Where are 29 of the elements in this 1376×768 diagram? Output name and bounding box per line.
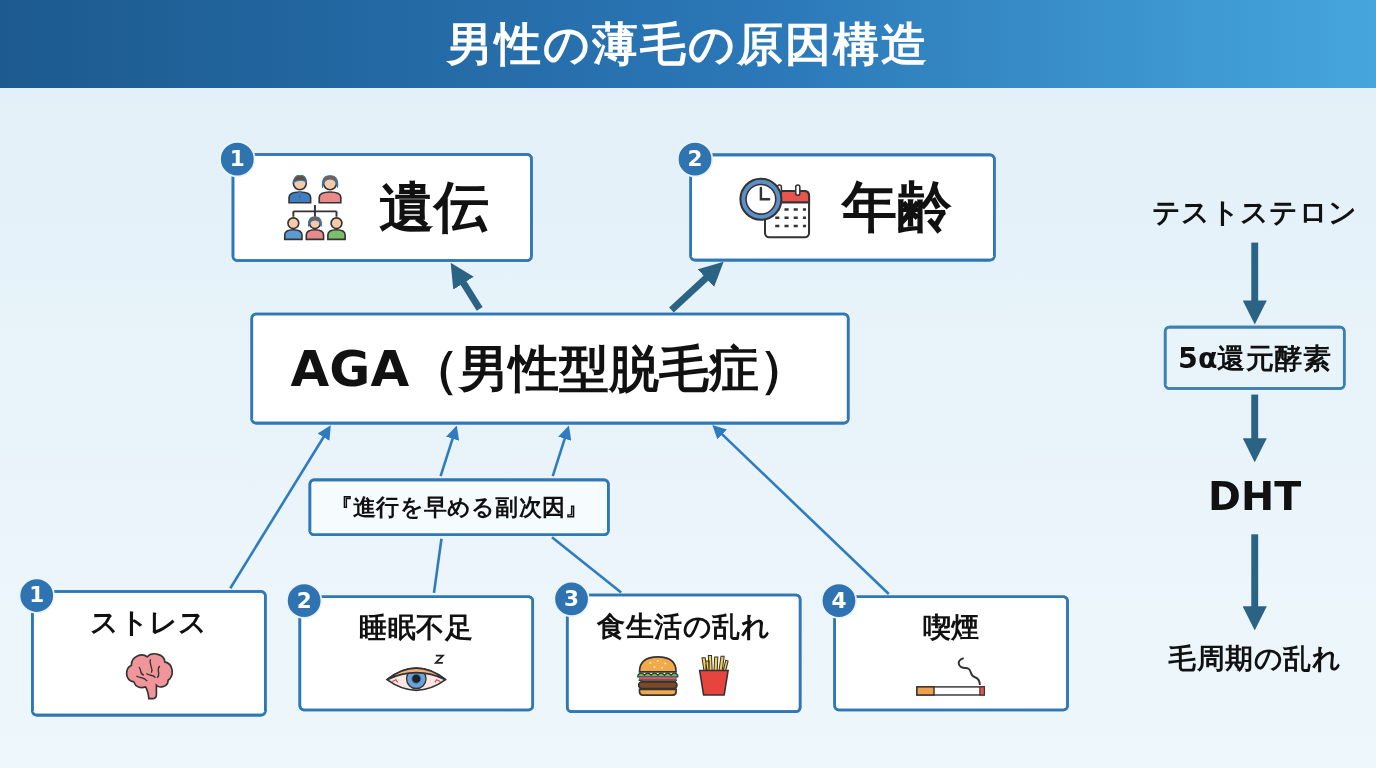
number-badge: 2 (286, 583, 323, 620)
node-text: 睡眠不足 (358, 609, 475, 646)
connector-line (551, 536, 622, 594)
node-text: 遺伝 (378, 174, 490, 242)
node-text: 食生活の乱れ (596, 608, 771, 644)
arrow (551, 425, 572, 477)
connector-line (432, 538, 443, 594)
number-badge: 1 (18, 577, 55, 615)
arrow (1242, 242, 1267, 325)
number-badge: 4 (820, 583, 858, 620)
node-text: 5α還元酵素 (1178, 340, 1332, 376)
arrow (712, 425, 890, 596)
node-text: AGA（男性型脱毛症） (290, 338, 810, 400)
number-badge: 1 (219, 140, 256, 177)
arrow (669, 261, 724, 313)
title-banner: 男性の薄毛の原因構造 (0, 0, 1376, 88)
node-text: 『進行を早める副次因』 (329, 492, 589, 522)
arrow (229, 425, 331, 590)
arrow (439, 425, 460, 477)
node-text: 毛周期の乱れ (1168, 640, 1341, 676)
node-text: DHT (1208, 471, 1302, 522)
number-badge: 2 (676, 141, 714, 178)
arrow (450, 262, 483, 311)
node-text: ストレス (89, 604, 209, 641)
node-text: テストステロン (1152, 194, 1358, 230)
node-text: 喫煙 (921, 609, 981, 646)
arrow (1242, 394, 1267, 463)
node-text: 年齢 (841, 174, 953, 242)
number-badge: 3 (553, 581, 590, 618)
